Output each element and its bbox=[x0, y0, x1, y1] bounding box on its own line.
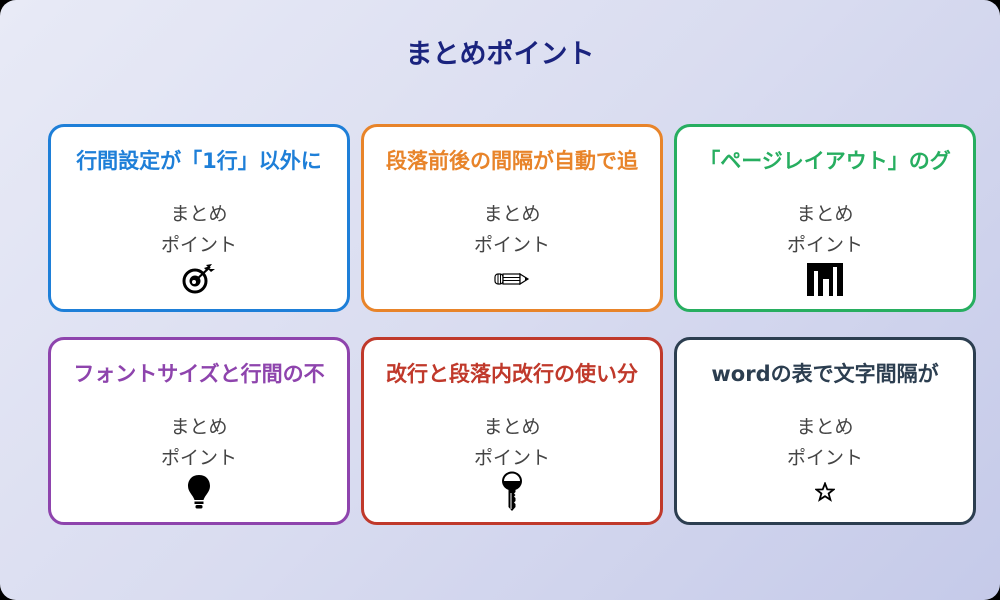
card-label-line2: ポイント bbox=[160, 447, 237, 469]
card-label-line1: まとめ bbox=[170, 416, 228, 438]
key-icon bbox=[492, 470, 532, 516]
card-body: まとめ ポイント bbox=[51, 199, 347, 261]
card-label-line1: まとめ bbox=[170, 203, 228, 225]
card-title: 行間設定が「1行」以外に bbox=[76, 149, 322, 173]
card-label-line1: まとめ bbox=[796, 416, 854, 438]
card-label-line2: ポイント bbox=[473, 234, 550, 256]
summary-card-table-spacing: wordの表で文字間隔が まとめ ポイント bbox=[674, 337, 976, 525]
summary-card-font-size: フォントサイズと行間の不 まとめ ポイント bbox=[48, 337, 350, 525]
page-title: まとめポイント bbox=[405, 39, 595, 70]
card-title: 「ページレイアウト」のグ bbox=[699, 149, 951, 173]
card-body: まとめ ポイント bbox=[51, 412, 347, 474]
card-label-line2: ポイント bbox=[160, 234, 237, 256]
card-label-line2: ポイント bbox=[473, 447, 550, 469]
card-body: まとめ ポイント bbox=[364, 199, 660, 261]
target-icon bbox=[179, 261, 219, 297]
card-body: まとめ ポイント bbox=[677, 412, 973, 474]
card-label-line2: ポイント bbox=[786, 447, 863, 469]
card-label-line1: まとめ bbox=[483, 416, 541, 438]
bar-chart-icon bbox=[805, 261, 845, 297]
card-title: フォントサイズと行間の不 bbox=[73, 362, 325, 386]
summary-card-line-break: 改行と段落内改行の使い分 まとめ ポイント bbox=[361, 337, 663, 525]
summary-card-page-layout: 「ページレイアウト」のグ まとめ ポイント bbox=[674, 124, 976, 312]
pencil-icon bbox=[492, 261, 532, 297]
card-title: 改行と段落内改行の使い分 bbox=[386, 362, 638, 386]
card-title: wordの表で文字間隔が bbox=[711, 362, 939, 386]
summary-card-paragraph-spacing: 段落前後の間隔が自動で追 まとめ ポイント bbox=[361, 124, 663, 312]
card-label-line1: まとめ bbox=[483, 203, 541, 225]
summary-card-line-spacing: 行間設定が「1行」以外に まとめ ポイント bbox=[48, 124, 350, 312]
star-icon bbox=[805, 474, 845, 510]
card-body: まとめ ポイント bbox=[364, 412, 660, 474]
card-label-line2: ポイント bbox=[786, 234, 863, 256]
lightbulb-icon bbox=[179, 474, 219, 510]
card-body: まとめ ポイント bbox=[677, 199, 973, 261]
card-label-line1: まとめ bbox=[796, 203, 854, 225]
card-title: 段落前後の間隔が自動で追 bbox=[386, 149, 638, 173]
